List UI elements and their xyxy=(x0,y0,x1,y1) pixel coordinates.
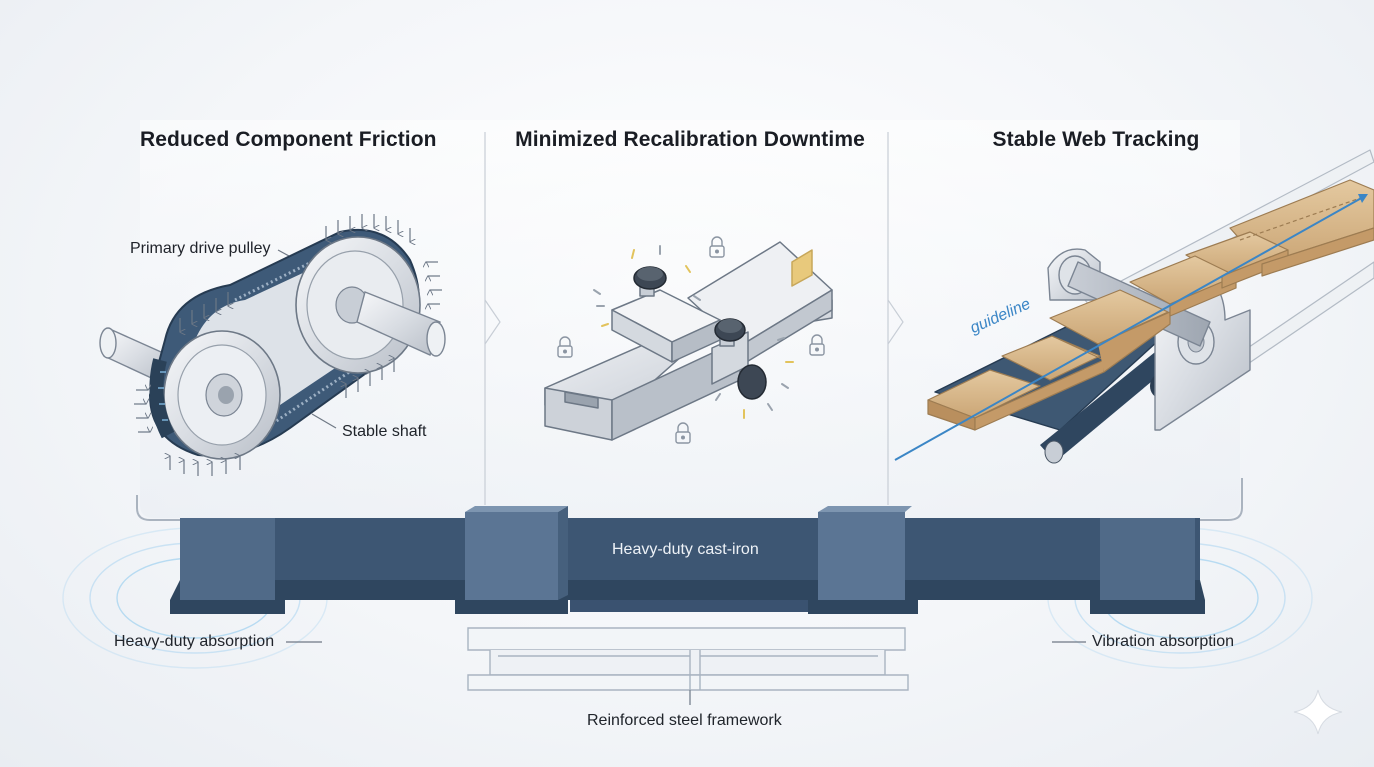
callout-primary-drive-pulley: Primary drive pulley xyxy=(130,240,271,257)
belt-pulley-drawing xyxy=(99,228,446,460)
callout-heavy-duty-absorption: Heavy-duty absorption xyxy=(114,633,275,650)
cardboard-sheets xyxy=(927,179,1374,431)
panel-title-tracking: Stable Web Tracking xyxy=(992,128,1200,151)
callout-cast-iron: Heavy-duty cast-iron xyxy=(612,541,759,558)
lock-icons xyxy=(557,236,825,444)
panel-title-recalibration: Minimized Recalibration Downtime xyxy=(515,128,865,151)
cast-iron-base xyxy=(170,506,1205,614)
sparkle-icon xyxy=(1293,689,1343,735)
callout-steel-framework: Reinforced steel framework xyxy=(587,712,782,729)
calibration-slide-drawing xyxy=(544,241,833,441)
callout-vibration-absorption: Vibration absorption xyxy=(1092,633,1235,650)
callout-stable-shaft: Stable shaft xyxy=(342,423,427,440)
force-arrows xyxy=(134,214,442,476)
steel-framework xyxy=(467,627,909,705)
panel-title-friction: Reduced Component Friction xyxy=(140,128,437,151)
adjustment-sparks xyxy=(593,245,794,419)
conveyor-drawing xyxy=(894,149,1374,464)
